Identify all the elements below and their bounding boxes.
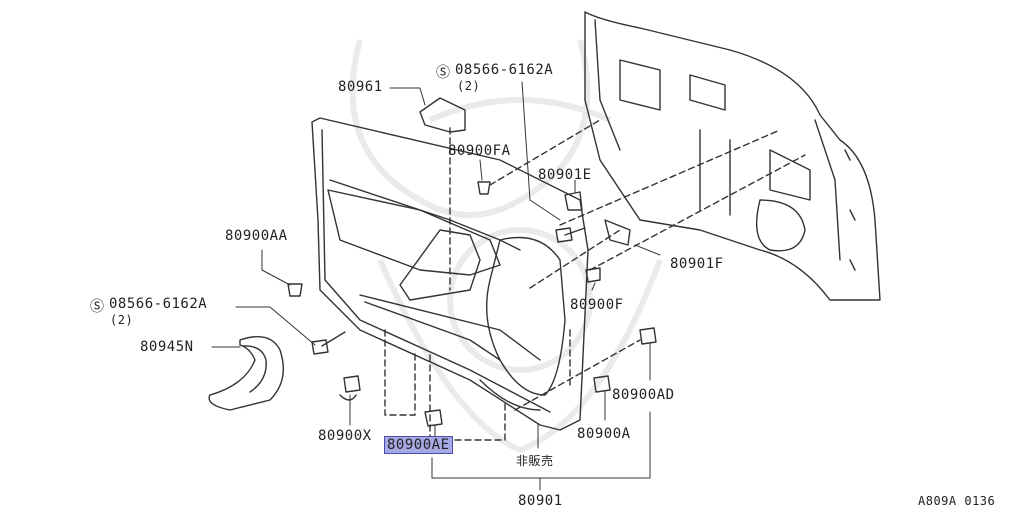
door-trim-panel: [311, 117, 589, 431]
clip-80900X: [339, 375, 361, 401]
label-80900X: 80900X: [318, 428, 372, 444]
clip-80900F: [585, 267, 601, 283]
screw-08566-top: [555, 227, 586, 243]
label-80900AA: 80900AA: [225, 228, 288, 244]
label-screw-left-qty: (2): [110, 313, 134, 327]
label-80900AE-highlighted[interactable]: 80900AE: [384, 436, 453, 454]
armrest-pad-80945N: [208, 336, 284, 411]
label-not-for-sale: 非販売: [516, 454, 554, 468]
clip-80900AD: [639, 327, 657, 345]
label-screw-top: 08566-6162A: [455, 62, 554, 78]
label-80901: 80901: [518, 493, 563, 509]
clip-80900AE: [424, 409, 443, 427]
clip-80901E: [564, 191, 583, 211]
label-80901E: 80901E: [538, 167, 592, 183]
dashed-leader-lines: [384, 119, 806, 441]
label-screw-top-qty: (2): [457, 79, 481, 93]
label-80901F: 80901F: [670, 256, 724, 272]
clip-80900AA: [287, 283, 303, 297]
circled-s-icon: Ⓢ: [436, 65, 451, 81]
diagram-code: A809A 0136: [918, 494, 996, 508]
label-80945N: 80945N: [140, 339, 194, 355]
label-80900AD: 80900AD: [612, 387, 675, 403]
label-80900A: 80900A: [577, 426, 631, 442]
clip-80900A: [593, 375, 611, 393]
screw-08566-left: [311, 331, 346, 355]
door-inner-frame: [584, 11, 881, 301]
label-screw-left: 08566-6162A: [109, 296, 208, 312]
clip-80900FA: [477, 181, 491, 195]
label-80900F: 80900F: [570, 297, 624, 313]
circled-s-icon-left: Ⓢ: [90, 299, 105, 315]
label-80961: 80961: [338, 79, 383, 95]
label-80900FA: 80900FA: [448, 143, 511, 159]
switch-bezel-80961: [419, 97, 466, 133]
clip-80901F: [604, 219, 631, 246]
